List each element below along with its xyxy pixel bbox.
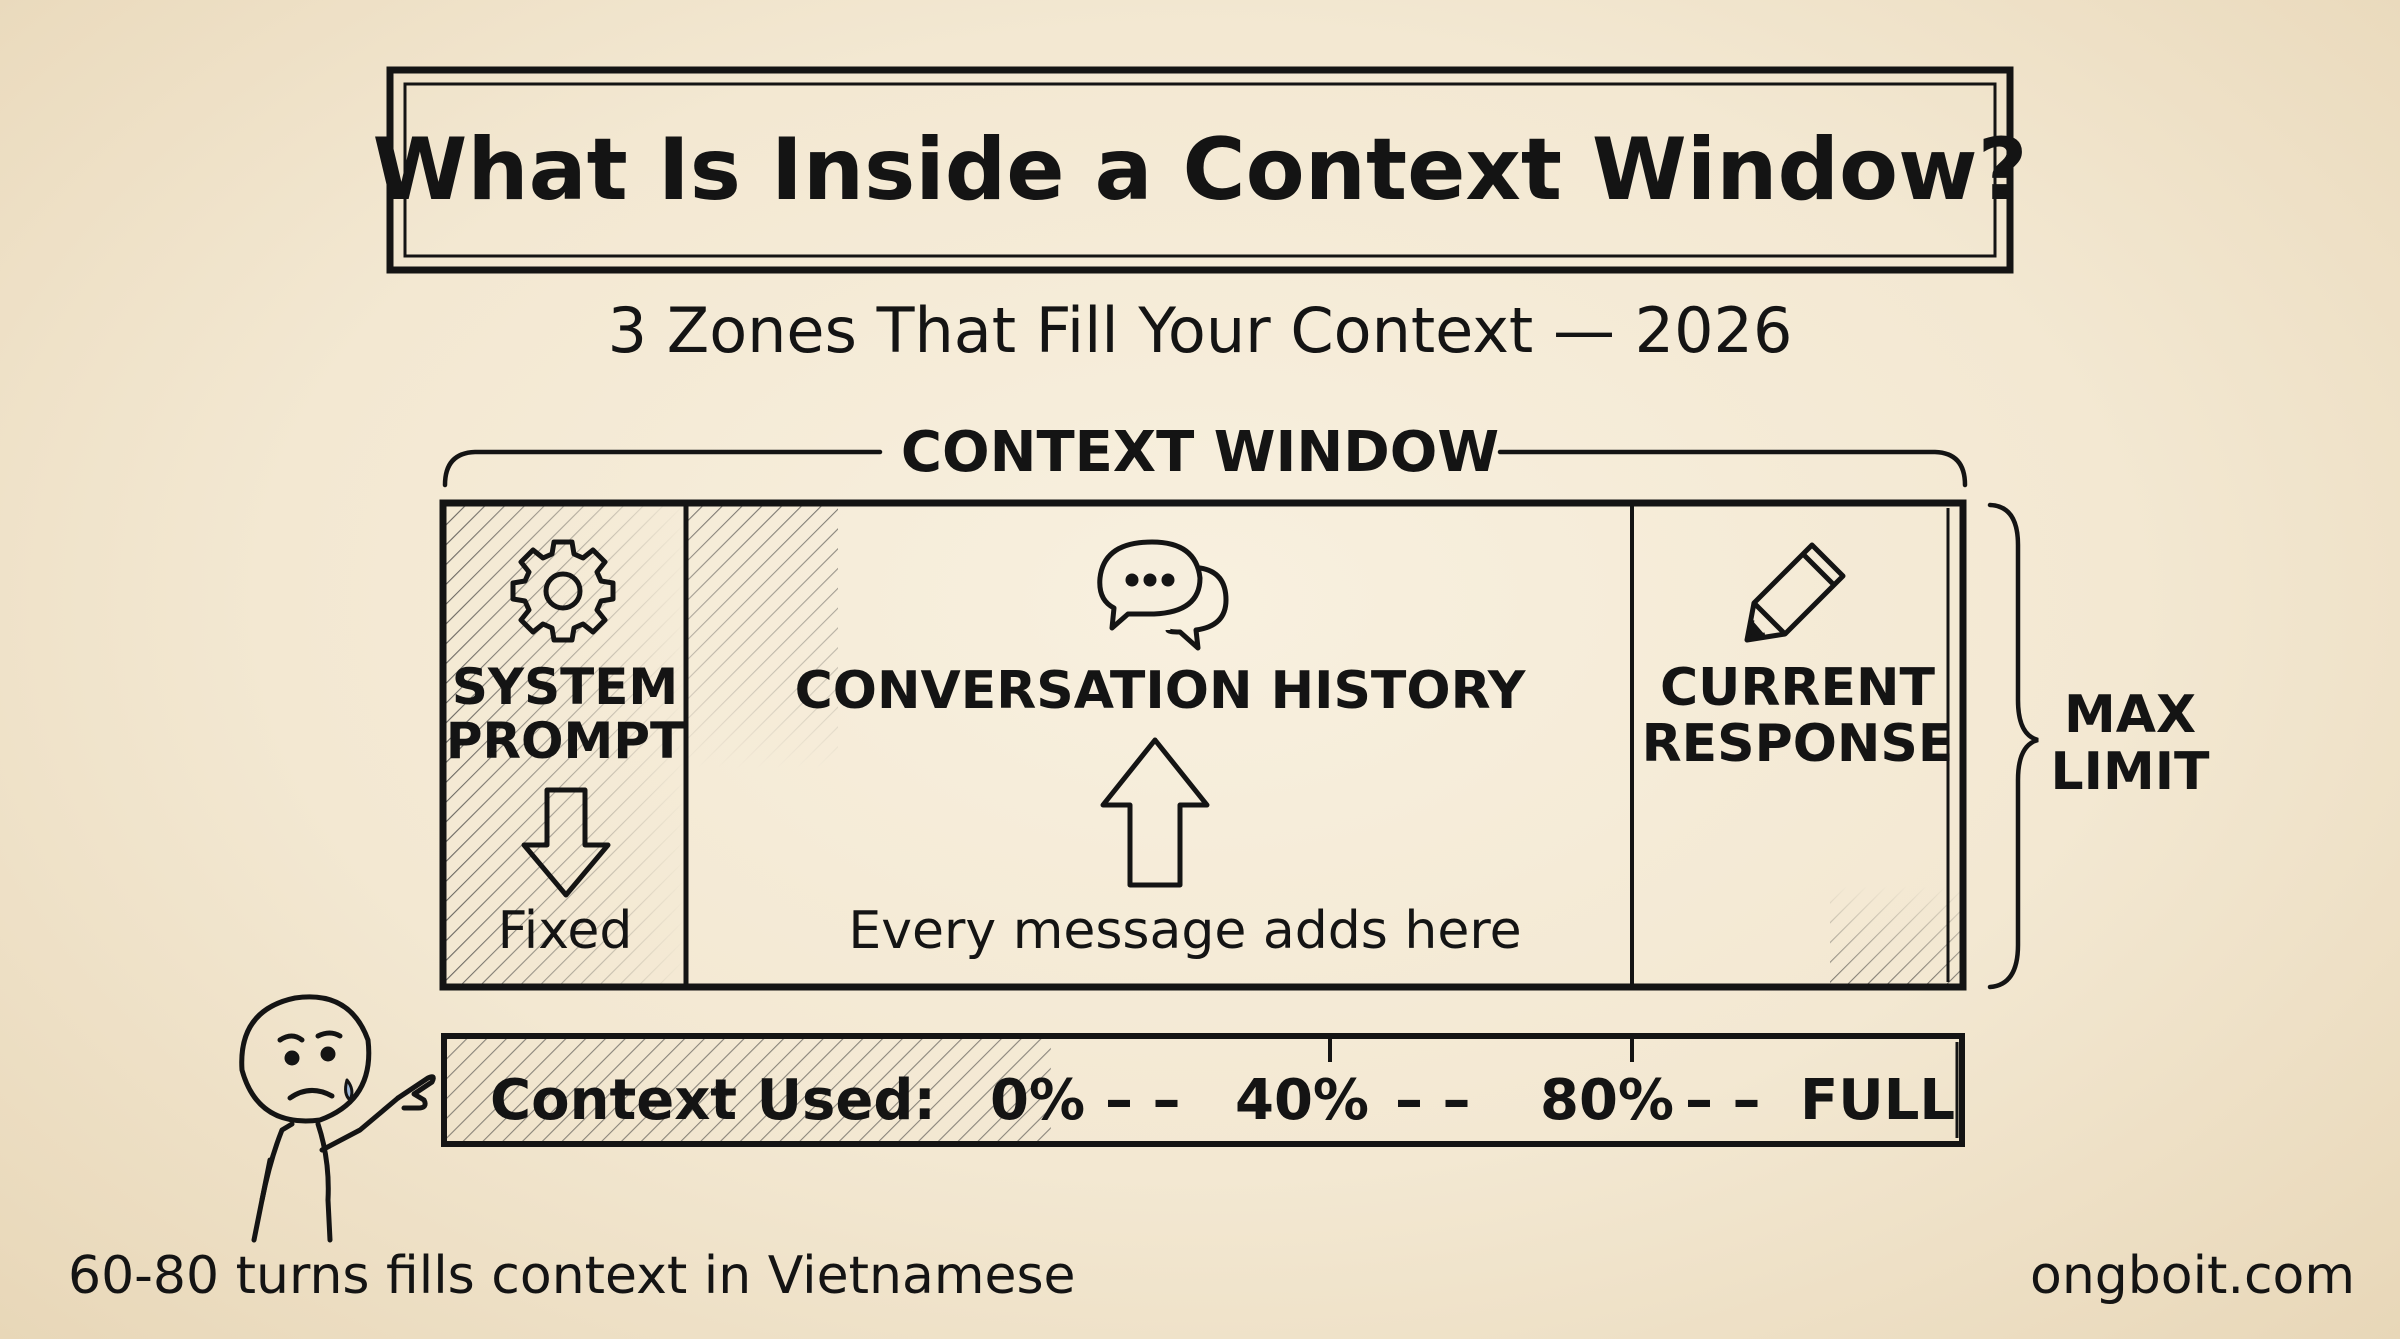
usage-meter-fill bbox=[446, 1038, 1051, 1142]
current-response-label: CURRENT RESPONSE bbox=[1641, 658, 1954, 775]
context-window-label: CONTEXT WINDOW bbox=[900, 420, 1500, 485]
gear-icon bbox=[510, 539, 616, 643]
chat-bubbles-icon bbox=[1097, 539, 1229, 651]
tick-separator: – – bbox=[1395, 1068, 1471, 1133]
title-frame bbox=[386, 66, 2014, 274]
page-title: What Is Inside a Context Window? bbox=[372, 120, 2028, 220]
response-zone-hatch bbox=[1830, 840, 1965, 985]
conversation-history-note: Every message adds here bbox=[848, 901, 1522, 961]
up-arrow-icon bbox=[1100, 737, 1210, 888]
context-used-label: Context Used: bbox=[490, 1068, 936, 1133]
tick-separator: – – bbox=[1685, 1068, 1761, 1133]
tick-separator: – – bbox=[1105, 1068, 1181, 1133]
max-limit-label: MAX LIMIT bbox=[2050, 685, 2210, 803]
max-limit-brace bbox=[1987, 502, 2039, 990]
system-zone-hatch bbox=[445, 505, 685, 985]
system-prompt-note: Fixed bbox=[497, 901, 633, 961]
tick-label-full: FULL bbox=[1800, 1068, 1956, 1133]
system-prompt-label: SYSTEM PROMPT bbox=[445, 658, 685, 770]
tick-label-0: 0% bbox=[990, 1068, 1086, 1133]
tick-label-80: 80% bbox=[1540, 1068, 1675, 1133]
worried-stick-figure bbox=[239, 994, 436, 1243]
history-zone-hatch bbox=[688, 505, 838, 805]
context-window-brace bbox=[442, 449, 1968, 488]
tick-label-40: 40% bbox=[1235, 1068, 1370, 1133]
down-arrow-icon bbox=[521, 787, 611, 898]
subtitle: 3 Zones That Fill Your Context — 2026 bbox=[607, 294, 1793, 367]
context-window-box bbox=[439, 499, 1967, 991]
conversation-history-label: CONVERSATION HISTORY bbox=[794, 661, 1526, 721]
footer-site: ongboit.com bbox=[2030, 1246, 2356, 1306]
usage-meter bbox=[441, 1033, 1965, 1147]
footer-note: 60-80 turns fills context in Vietnamese bbox=[68, 1246, 1076, 1306]
pencil-icon bbox=[1744, 542, 1846, 643]
